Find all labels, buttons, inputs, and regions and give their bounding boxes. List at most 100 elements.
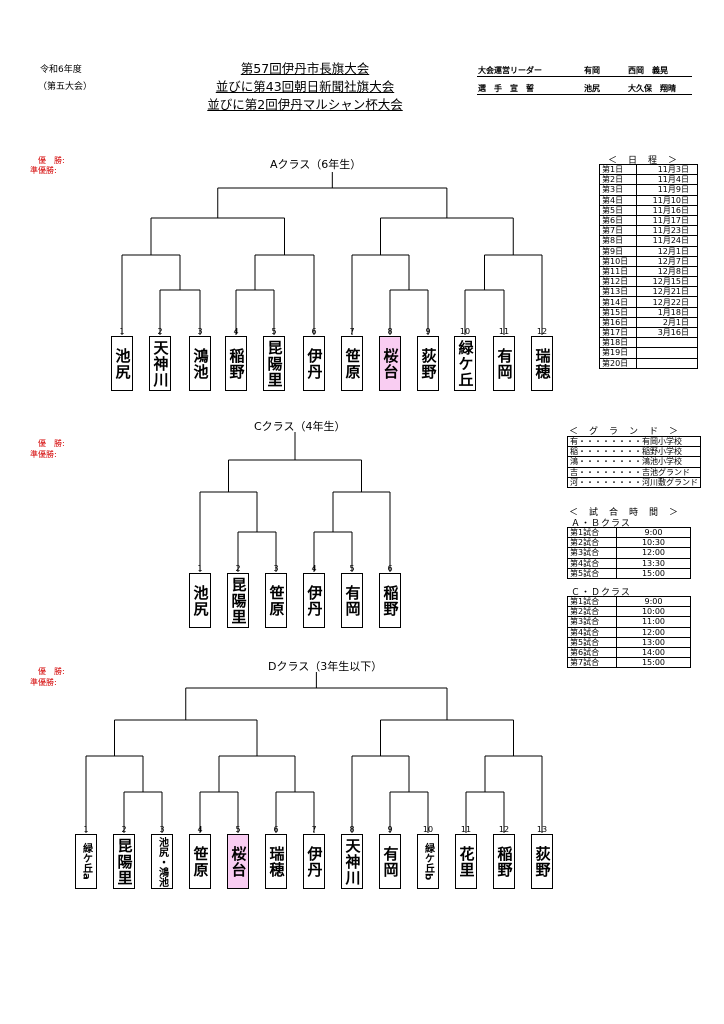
class-d-team-box: 桜台 [227, 834, 249, 889]
schedule-cell: 12月22日 [636, 296, 698, 308]
times-cd-cell: 9:00 [616, 595, 691, 608]
schedule-cell: 11月16日 [636, 204, 698, 216]
class-a-seed-number: 7 [349, 327, 355, 336]
schedule-cell: 第11日 [599, 265, 637, 278]
times-ab-label: Ａ・Ｂクラス [571, 519, 631, 529]
times-ab-cell: 第1試合 [567, 526, 617, 539]
ground-row: 鴻・・・・・・・・鴻池小学校 [567, 456, 701, 468]
class-c-seed-number: 1 [197, 564, 203, 573]
title-line-3: 並びに第2回伊丹マルシャン杯大会 [207, 97, 403, 112]
times-cd-label: Ｃ・Ｄクラス [571, 588, 631, 598]
champion-label-a: 優 勝: [38, 156, 65, 165]
schedule-cell: 12月8日 [636, 265, 698, 278]
schedule-cell: 第9日 [599, 245, 637, 257]
class-a-team-box: 稲野 [225, 336, 247, 391]
times-cd-cell: 10:00 [616, 606, 691, 618]
class-a-team-box: 池尻 [111, 336, 133, 391]
times-cd-cell: 11:00 [616, 616, 691, 628]
schedule-cell: 第1日 [599, 163, 637, 176]
title-line-2: 並びに第43回朝日新聞社旗大会 [215, 79, 395, 94]
times-ab-cell: 第5試合 [567, 567, 617, 579]
schedule-cell: 第17日 [599, 326, 637, 339]
times-cd-cell: 第6試合 [567, 646, 617, 659]
schedule-cell: 11月24日 [636, 235, 698, 247]
ground-row: 河・・・・・・・・河川敷グランド [567, 476, 701, 488]
class-a-seed-number: 12 [536, 327, 548, 336]
class-d-team-box: 伊丹 [303, 834, 325, 889]
schedule-cell: 11月9日 [636, 184, 698, 196]
class-c-team-box: 稲野 [379, 573, 401, 628]
schedule-cell: 第16日 [599, 316, 637, 329]
times-cd-cell: 第3試合 [567, 616, 617, 628]
times-ab-cell: 10:30 [616, 537, 691, 549]
class-d-team-box: 天神川 [341, 834, 363, 889]
schedule-cell: 第10日 [599, 255, 637, 267]
class-a-seed-number: 10 [459, 327, 471, 336]
class-c-team-box: 有岡 [341, 573, 363, 628]
times-ab-cell: 12:00 [616, 547, 691, 559]
class-d-seed-number: 13 [536, 825, 548, 834]
year-label: 令和6年度 [40, 65, 82, 75]
class-d-team-box: 有岡 [379, 834, 401, 889]
class-c-seed-number: 5 [349, 564, 355, 573]
schedule-cell: 12月1日 [636, 245, 698, 257]
times-ab-cell: 13:30 [616, 557, 691, 569]
champion-label-c: 優 勝: [38, 439, 65, 448]
runner-up-label-c: 準優勝: [30, 450, 57, 459]
schedule-cell: 第5日 [599, 204, 637, 216]
times-title: ＜ 試 合 時 間 ＞ [569, 508, 680, 518]
schedule-row: 第20日 [599, 357, 698, 369]
class-a-seed-number: 11 [498, 327, 510, 336]
class-a-seed-number: 6 [311, 327, 317, 336]
class-d-team-box: 花里 [455, 834, 477, 889]
times-ab-cell: 9:00 [616, 526, 691, 539]
schedule-cell: 11月17日 [636, 214, 698, 227]
ground-cell: 吉・・・・・・・・吉池グランド [567, 466, 701, 478]
leader-name-2: 西岡 義晃 [628, 66, 668, 75]
times-ab-cell: 第2試合 [567, 537, 617, 549]
ground-cell: 稲・・・・・・・・稲野小学校 [567, 446, 701, 458]
class-d-seed-number: 10 [422, 825, 434, 834]
schedule-cell: 11月10日 [636, 194, 698, 206]
class-d-seed-number: 9 [387, 825, 393, 834]
class-a-seed-number: 5 [271, 327, 277, 336]
schedule-cell: 第2日 [599, 174, 637, 186]
schedule-cell [636, 357, 698, 369]
times-cd-cell: 15:00 [616, 657, 691, 669]
schedule-cell: 12月15日 [636, 276, 698, 288]
schedule-cell: 1月18日 [636, 306, 698, 318]
class-a-team-box: 緑ケ丘 [454, 336, 476, 391]
schedule-cell: 11月3日 [636, 163, 698, 176]
class-c-seed-number: 4 [311, 564, 317, 573]
times-cd-cell: 第2試合 [567, 606, 617, 618]
class-d-seed-number: 3 [159, 825, 165, 834]
class-a-team-box: 昆陽里 [263, 336, 285, 391]
class-a-team-box: 荻野 [417, 336, 439, 391]
schedule-cell: 第15日 [599, 306, 637, 318]
class-c-seed-number: 3 [273, 564, 279, 573]
class-a-seed-number: 9 [425, 327, 431, 336]
class-d-team-box: 池尻・鴻池 [151, 834, 173, 889]
leader-label: 大会運営リーダー [478, 66, 542, 75]
class-a-team-box: 伊丹 [303, 336, 325, 391]
class-c-seed-number: 6 [387, 564, 393, 573]
